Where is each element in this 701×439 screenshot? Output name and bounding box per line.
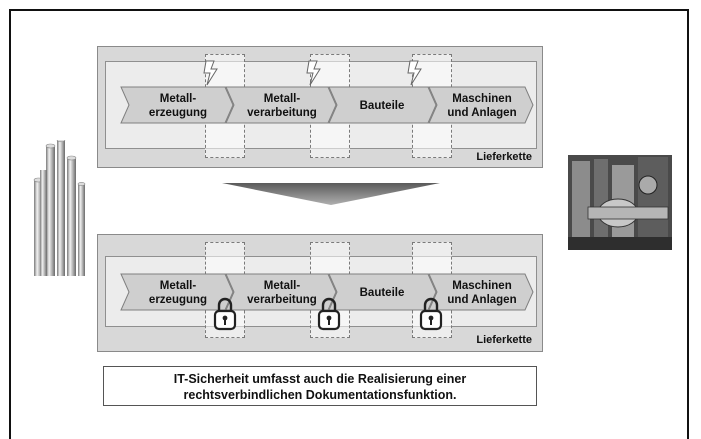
step-label: erzeugung [149,294,207,306]
step-metallverarbeitung: Metall- verarbeitung [225,273,337,311]
step-metallerzeugung: Metall- erzeugung [120,86,234,124]
step-metallerzeugung: Metall- erzeugung [120,273,234,311]
process-arrows: Metall- erzeugung Metall- verarbeitung B… [120,60,534,124]
step-maschinen: Maschinen und Anlagen [428,273,534,311]
step-label: verarbeitung [247,294,317,306]
note-line-1: IT-Sicherheit umfasst auch die Realisier… [173,372,467,386]
supply-chain-label: Lieferkette [476,151,532,163]
step-label: Metall- [160,280,197,292]
step-label: Metall- [264,93,301,105]
lightning-icon [306,60,321,86]
machinery-image [568,155,672,250]
metal-rods-image [33,140,86,276]
supply-chain-label: Lieferkette [476,334,532,346]
transition-arrow [222,183,440,205]
lock-icon [213,297,237,331]
lightning-icon [203,60,218,86]
step-label: Maschinen [452,280,511,292]
supply-chain-panel-secured: Metall- erzeugung Metall- verarbeitung B… [97,234,543,352]
step-maschinen: Maschinen und Anlagen [428,86,534,124]
step-label: Maschinen [452,93,511,105]
step-label: Metall- [264,280,301,292]
step-label: Metall- [160,93,197,105]
supply-chain-panel-unsecured: Metall- erzeugung Metall- verarbeitung B… [97,46,543,168]
lock-icon [419,297,443,331]
step-label: Bauteile [360,100,405,112]
step-metallverarbeitung: Metall- verarbeitung [225,86,337,124]
note-line-2: rechtsverbindlichen Dokumentationsfunkti… [183,388,457,402]
step-bauteile: Bauteile [328,273,437,311]
it-security-note: IT-Sicherheit umfasst auch die Realisier… [103,366,537,406]
process-arrows: Metall- erzeugung Metall- verarbeitung B… [120,273,534,331]
lightning-icon [407,60,422,86]
step-label: verarbeitung [247,107,317,119]
step-label: Bauteile [360,287,405,299]
step-label: und Anlagen [447,107,516,119]
diagram-frame [9,9,689,439]
lock-icon [317,297,341,331]
step-label: und Anlagen [447,294,516,306]
step-bauteile: Bauteile [328,86,437,124]
step-label: erzeugung [149,107,207,119]
